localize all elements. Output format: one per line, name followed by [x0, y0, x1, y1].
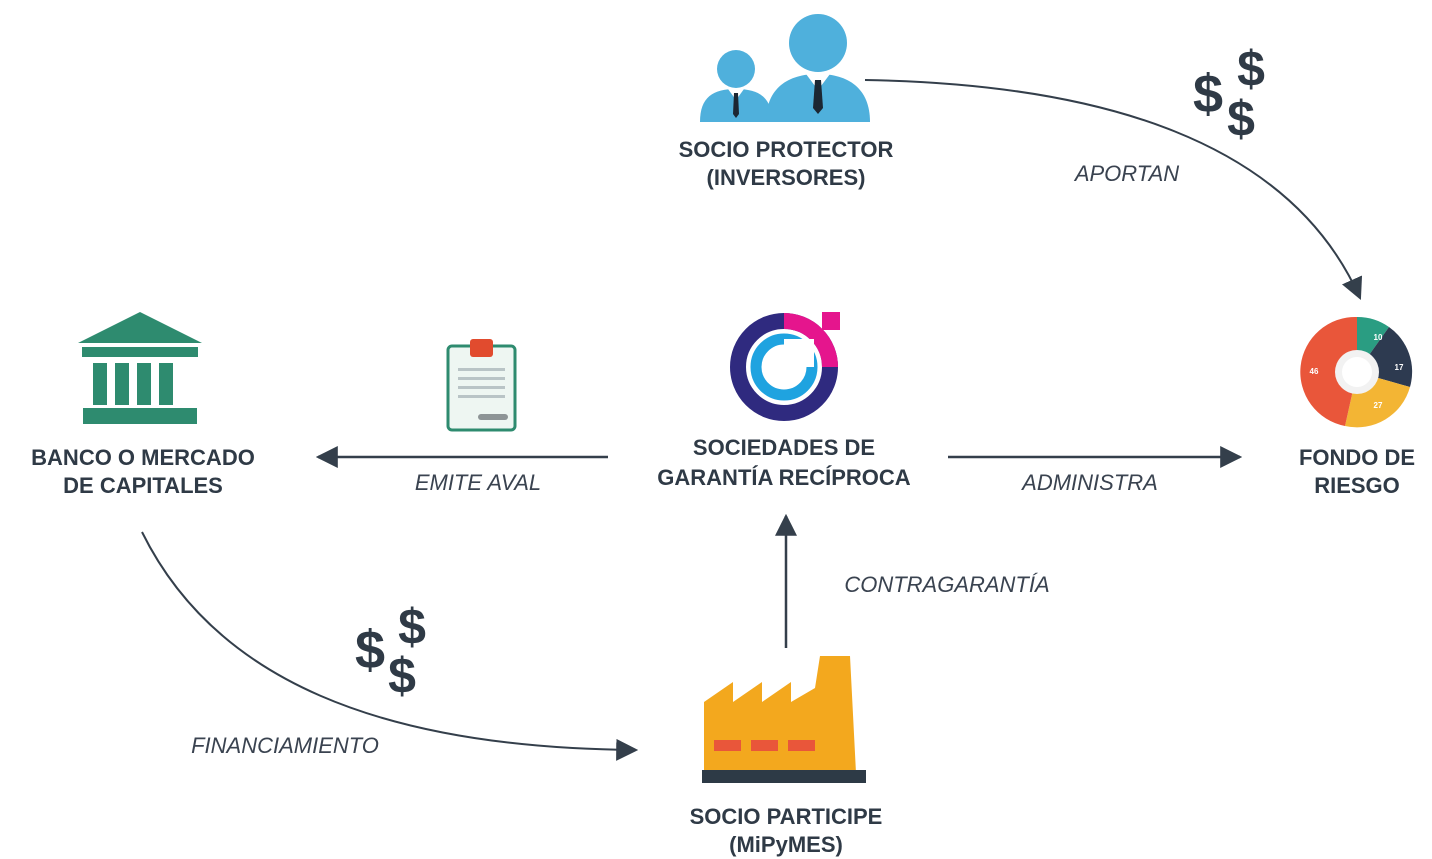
donut-value-label: 27 [1374, 401, 1383, 410]
dollar-sign: $ [1193, 64, 1223, 124]
arrow-financiamiento [141, 531, 639, 761]
dollar-sign: $ [398, 599, 426, 655]
fondo-label-line2: RIESGO [1314, 473, 1400, 498]
arrow-aportan [864, 79, 1363, 301]
edge-label-emite-aval: EMITE AVAL [415, 470, 541, 495]
edge-label-financiamiento: FINANCIAMIENTO [191, 733, 379, 758]
dollar-sign: $ [1227, 91, 1255, 147]
factory-icon [702, 656, 866, 783]
donut-value-label: 10 [1374, 333, 1383, 342]
dollar-sign: $ [355, 620, 385, 680]
dollar-icon: $ $ $ [1193, 41, 1265, 147]
edge-label-administra: ADMINISTRA [1020, 470, 1158, 495]
socio-participe-label-line1: SOCIO PARTICIPE [690, 804, 883, 829]
donut-value-label: 46 [1310, 367, 1319, 376]
edge-label-aportan: APORTAN [1073, 161, 1179, 186]
donut-value-label: 17 [1395, 363, 1404, 372]
edge-label-contragarantia: CONTRAGARANTÍA [844, 572, 1049, 597]
bank-icon [78, 312, 202, 424]
people-icon [700, 14, 870, 122]
sgr-label-line2: GARANTÍA RECÍPROCA [657, 465, 911, 490]
dollar-sign: $ [1237, 41, 1265, 97]
socio-protector-label-line2: (INVERSORES) [707, 165, 866, 190]
socio-participe-label-line2: (MiPyMES) [729, 832, 843, 857]
sgr-logo-icon [730, 312, 840, 421]
banco-label-line1: BANCO O MERCADO [31, 445, 255, 470]
dollar-icon: $ $ $ [355, 599, 426, 704]
dollar-sign: $ [388, 648, 416, 704]
certificate-icon [446, 339, 517, 432]
fondo-label-line1: FONDO DE [1299, 445, 1415, 470]
pie-chart-icon: 10 17 27 46 [1300, 316, 1413, 428]
banco-label-line2: DE CAPITALES [63, 473, 223, 498]
sgr-label-line1: SOCIEDADES DE [693, 435, 875, 460]
socio-protector-label-line1: SOCIO PROTECTOR [679, 137, 894, 162]
